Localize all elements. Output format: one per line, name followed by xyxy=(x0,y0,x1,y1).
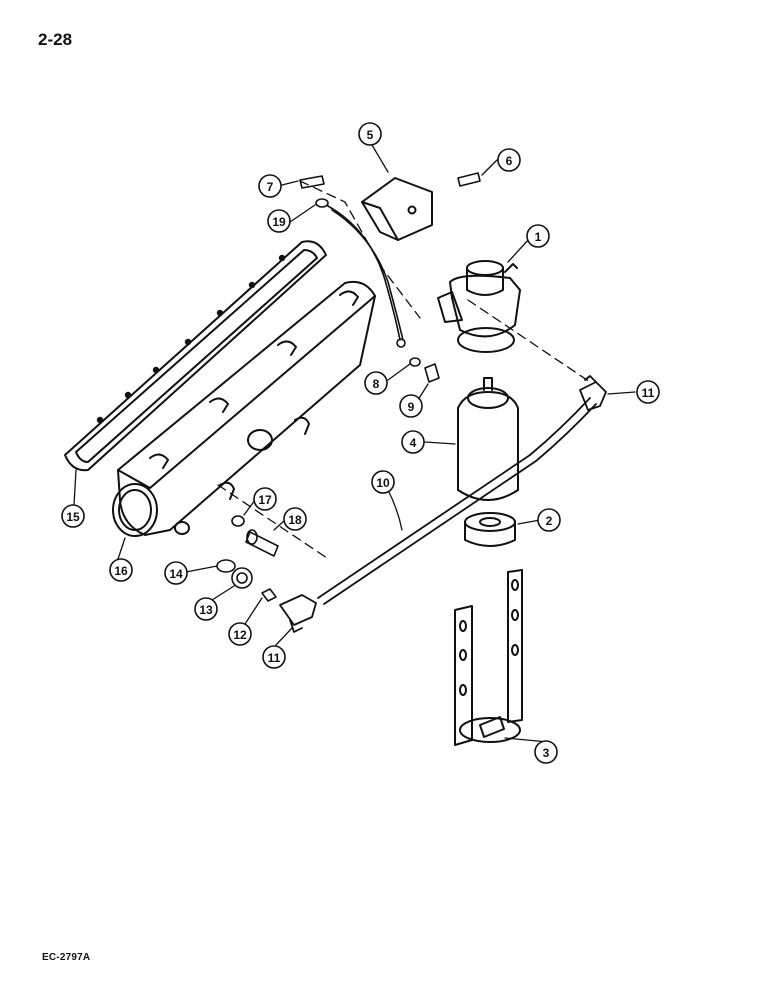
callout-14: 14 xyxy=(164,561,188,585)
callout-7: 7 xyxy=(258,174,282,198)
elbow-fitting-parts xyxy=(279,375,607,633)
callout-17: 17 xyxy=(253,487,277,511)
svg-text:6: 6 xyxy=(506,154,513,168)
small-fasteners xyxy=(299,172,481,383)
callout-1: 1 xyxy=(526,224,550,248)
cable-part xyxy=(315,198,406,348)
callout-6: 6 xyxy=(497,148,521,172)
svg-text:14: 14 xyxy=(169,567,183,581)
svg-text:16: 16 xyxy=(114,564,128,578)
callout-13: 13 xyxy=(194,597,218,621)
callout-4: 4 xyxy=(401,430,425,454)
svg-text:11: 11 xyxy=(268,651,281,665)
manifold-part xyxy=(112,280,376,537)
filter-element-part xyxy=(457,377,519,501)
callout-9: 9 xyxy=(399,394,423,418)
bracket-part xyxy=(361,177,433,241)
svg-text:12: 12 xyxy=(233,628,247,642)
svg-text:5: 5 xyxy=(367,128,374,142)
callout-10: 10 xyxy=(371,470,395,494)
plug-and-bolt-parts xyxy=(216,515,279,602)
svg-text:13: 13 xyxy=(199,603,213,617)
callouts: 1 2 3 4 5 6 7 8 9 10 11 11 12 13 14 15 1… xyxy=(61,122,660,764)
svg-text:3: 3 xyxy=(543,746,550,760)
svg-text:15: 15 xyxy=(66,510,80,524)
svg-text:19: 19 xyxy=(272,215,286,229)
figure-code: EC-2797A xyxy=(42,952,91,963)
svg-text:18: 18 xyxy=(288,513,302,527)
svg-text:8: 8 xyxy=(373,377,380,391)
callout-2: 2 xyxy=(537,508,561,532)
seal-ring-part xyxy=(464,512,516,547)
leader-lines xyxy=(73,144,636,743)
svg-text:10: 10 xyxy=(376,476,390,490)
svg-text:1: 1 xyxy=(535,230,542,244)
page-number: 2-28 xyxy=(38,30,73,49)
callout-18: 18 xyxy=(283,507,307,531)
callout-19: 19 xyxy=(267,209,291,233)
callout-16: 16 xyxy=(109,558,133,582)
svg-text:7: 7 xyxy=(267,180,274,194)
callout-11-upper: 11 xyxy=(636,380,660,404)
callout-5: 5 xyxy=(358,122,382,146)
gasket-part xyxy=(64,240,327,472)
strap-bracket-part xyxy=(454,569,523,746)
svg-text:4: 4 xyxy=(410,436,417,450)
svg-text:9: 9 xyxy=(408,400,415,414)
callout-8: 8 xyxy=(364,371,388,395)
callout-11-lower: 11 xyxy=(262,645,286,669)
svg-text:17: 17 xyxy=(258,493,272,507)
pump-head-part xyxy=(437,260,521,353)
callout-15: 15 xyxy=(61,504,85,528)
tube-part xyxy=(317,397,597,605)
svg-text:2: 2 xyxy=(546,514,553,528)
svg-text:11: 11 xyxy=(642,386,655,400)
callout-12: 12 xyxy=(228,622,252,646)
assembly-lines xyxy=(217,180,591,561)
callout-3: 3 xyxy=(534,740,558,764)
